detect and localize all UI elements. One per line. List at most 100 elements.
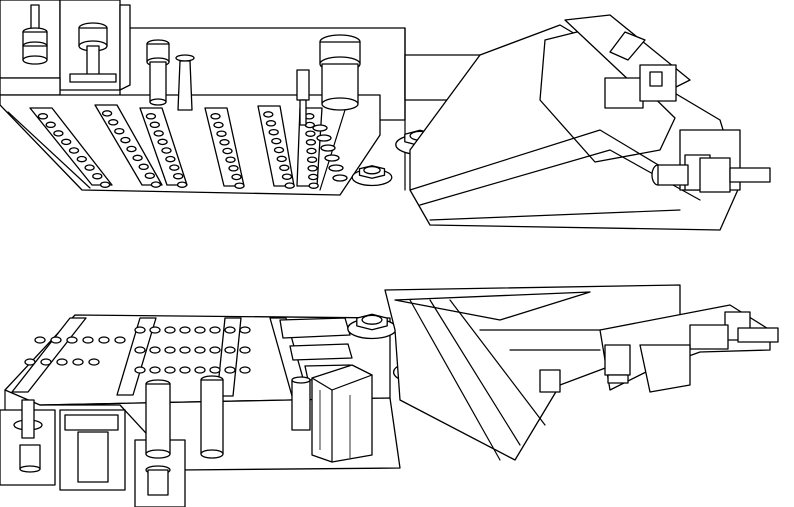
rail-hole bbox=[98, 336, 110, 344]
upper-corner-studs bbox=[22, 4, 117, 83]
rail-hole bbox=[61, 138, 72, 146]
rail-hole bbox=[224, 366, 236, 374]
rail-hole bbox=[164, 366, 176, 374]
rail-hole bbox=[316, 134, 332, 142]
rail-hole bbox=[53, 130, 64, 137]
rail-hole bbox=[114, 127, 125, 135]
rail-hole bbox=[149, 121, 160, 129]
rail-hole bbox=[66, 336, 78, 344]
rail-hole bbox=[320, 144, 336, 152]
rail-hole bbox=[56, 358, 68, 366]
rail-hole bbox=[284, 182, 295, 189]
upper-angled-rail bbox=[409, 14, 741, 231]
rail-hole bbox=[312, 124, 328, 132]
rail-hole bbox=[72, 358, 84, 366]
rail-hole bbox=[164, 326, 176, 334]
lower-rails bbox=[11, 317, 309, 397]
rail-hole bbox=[324, 154, 340, 162]
rail-hole bbox=[268, 128, 279, 136]
upper-rails bbox=[29, 104, 348, 189]
rail-hole bbox=[222, 147, 233, 155]
rail-hole bbox=[108, 119, 119, 126]
rail-hole bbox=[234, 182, 245, 189]
rail-hole bbox=[126, 145, 137, 153]
rail-hole bbox=[305, 130, 316, 137]
rail-hole bbox=[161, 147, 172, 154]
rail-hole bbox=[92, 172, 103, 180]
rail-hole bbox=[132, 154, 143, 162]
rail-hole bbox=[209, 346, 221, 354]
rail-hole bbox=[265, 120, 277, 127]
rail-hole bbox=[328, 164, 344, 172]
rail-hole bbox=[68, 147, 80, 154]
rail-strip bbox=[11, 317, 87, 393]
rail-hole bbox=[224, 326, 236, 334]
rail-hole bbox=[224, 346, 236, 354]
rail-hole bbox=[216, 130, 227, 137]
rail-hole bbox=[99, 181, 111, 188]
rail-hole bbox=[145, 113, 157, 120]
rail-hole bbox=[120, 136, 131, 144]
rail-hole bbox=[210, 113, 221, 120]
rail-hole bbox=[169, 164, 180, 171]
upper-side-clamp bbox=[651, 129, 771, 193]
nut-bore bbox=[363, 165, 381, 175]
rail-hole bbox=[34, 336, 46, 344]
rail-hole bbox=[144, 172, 155, 179]
rail-hole bbox=[305, 139, 317, 146]
rail-hole bbox=[50, 336, 62, 344]
rail-hole bbox=[271, 137, 282, 145]
rail-hole bbox=[332, 174, 348, 182]
rail-hole bbox=[45, 121, 56, 129]
rail-hole bbox=[153, 130, 164, 137]
lower-right-clamp bbox=[599, 304, 779, 393]
rail-hole bbox=[306, 156, 318, 163]
rail-hole bbox=[281, 173, 293, 180]
rail-hole bbox=[179, 346, 191, 354]
rail-hole bbox=[173, 172, 184, 180]
rail-hole bbox=[239, 346, 251, 354]
rail-hole bbox=[76, 155, 87, 163]
rail-hole bbox=[88, 358, 100, 366]
rail-hole bbox=[306, 147, 317, 155]
lower-corner-blocks bbox=[0, 399, 186, 507]
rail-hole bbox=[228, 165, 239, 172]
rail-hole bbox=[308, 182, 319, 189]
rail-hole bbox=[194, 326, 206, 334]
upper-view bbox=[0, 0, 771, 231]
rail-hole bbox=[134, 346, 146, 354]
rail-hole bbox=[231, 173, 242, 181]
lower-view bbox=[0, 284, 779, 507]
rail-hole bbox=[165, 155, 176, 163]
rail-strip bbox=[116, 317, 157, 396]
rail-hole bbox=[179, 366, 191, 374]
rail-hole bbox=[276, 155, 287, 163]
rail-hole bbox=[209, 366, 221, 374]
rail-hole bbox=[149, 366, 161, 374]
rail-hole bbox=[279, 164, 290, 172]
nut-bore bbox=[361, 314, 383, 325]
rail-hole bbox=[219, 139, 230, 146]
rail-hole bbox=[225, 156, 236, 163]
rail-hole bbox=[164, 346, 176, 354]
rail-hole bbox=[263, 111, 274, 118]
rail-hole bbox=[101, 110, 113, 117]
rail-hole bbox=[308, 173, 319, 181]
rail-hole bbox=[150, 181, 162, 188]
rail-hole bbox=[149, 326, 161, 334]
rail-hole bbox=[194, 366, 206, 374]
rail-hole bbox=[307, 165, 318, 172]
rail-hole bbox=[239, 366, 251, 374]
lower-square-post bbox=[311, 364, 373, 463]
rail-hole bbox=[149, 346, 161, 354]
rail-hole bbox=[157, 138, 168, 146]
rail-hole bbox=[82, 336, 94, 344]
rail-hole bbox=[134, 326, 146, 334]
rail-hole bbox=[194, 346, 206, 354]
rail-hole bbox=[213, 121, 224, 129]
rail-hole bbox=[179, 326, 191, 334]
rail-hole bbox=[84, 164, 95, 171]
rail-hole bbox=[209, 326, 221, 334]
